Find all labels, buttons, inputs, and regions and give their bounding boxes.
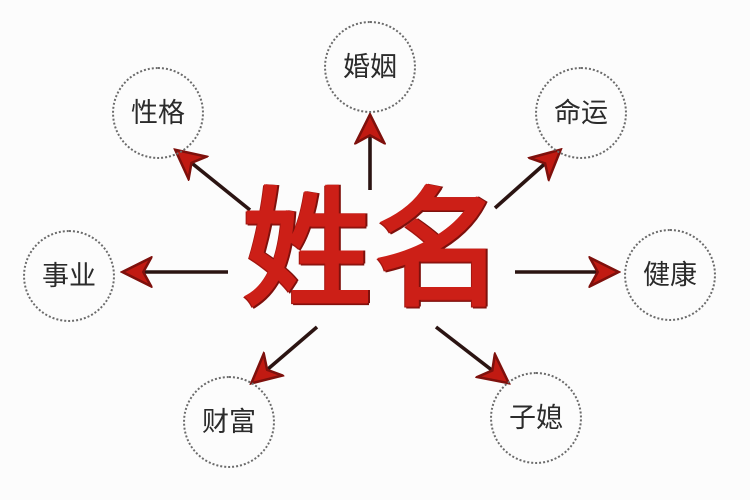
node-label: 财富 bbox=[202, 406, 256, 438]
center-node: 姓名 bbox=[225, 175, 525, 325]
node-label: 命运 bbox=[554, 97, 608, 129]
arrow-children bbox=[434, 325, 506, 381]
node-children[interactable]: 子媳 bbox=[490, 372, 582, 464]
node-marriage[interactable]: 婚姻 bbox=[324, 21, 416, 113]
node-career[interactable]: 事业 bbox=[23, 230, 115, 322]
node-personality[interactable]: 性格 bbox=[112, 67, 204, 159]
node-wealth[interactable]: 财富 bbox=[183, 376, 275, 468]
center-label: 姓名 bbox=[242, 175, 507, 325]
node-label: 婚姻 bbox=[343, 51, 397, 83]
node-health[interactable]: 健康 bbox=[624, 229, 716, 321]
node-label: 健康 bbox=[643, 259, 697, 291]
node-label: 子媳 bbox=[509, 402, 563, 434]
node-destiny[interactable]: 命运 bbox=[535, 67, 627, 159]
arrow-wealth bbox=[254, 325, 319, 381]
node-label: 性格 bbox=[131, 97, 185, 129]
node-label: 事业 bbox=[42, 260, 96, 292]
